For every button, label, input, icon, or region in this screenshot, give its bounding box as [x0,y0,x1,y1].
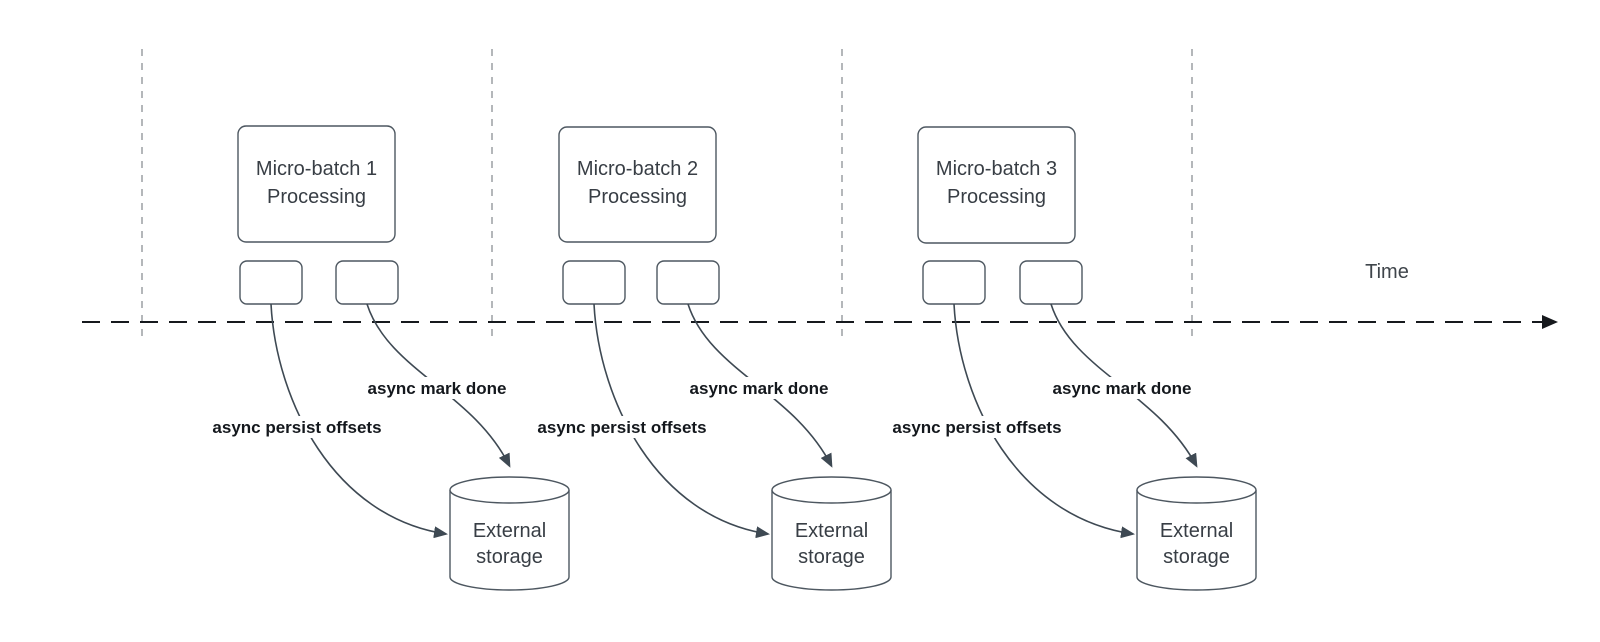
microbatch-2-offset-task-box [562,260,626,305]
external-storage-cylinder-3 [1136,476,1257,591]
microbatch-2-title: Micro-batch 2 [577,158,698,180]
mark-done-label-bg-3 [1048,377,1196,399]
microbatch-1-subtitle: Processing [267,186,366,208]
microbatch-3-group: Micro-batch 3 Processing async persist o… [884,126,1257,591]
microbatch-1-group: Micro-batch 1 Processing async persist o… [204,125,570,591]
external-storage-cylinder-2 [771,476,892,591]
microbatch-3-offset-task-box [922,260,986,305]
external-storage-label-line1-2: External [795,520,868,542]
microbatch-1-offset-task-box [239,260,303,305]
mark-done-label-1: async mark done [368,379,507,398]
mark-done-label-3: async mark done [1053,379,1192,398]
mark-done-label-2: async mark done [690,379,829,398]
microbatch-2-box [558,126,717,243]
persist-offsets-label-3: async persist offsets [892,418,1061,437]
microbatch-2-subtitle: Processing [588,186,687,208]
microbatch-2-markdone-task-box [656,260,720,305]
microbatch-3-subtitle: Processing [947,186,1046,208]
persist-offsets-arrow-1 [270,303,448,539]
external-storage-cylinder-1 [449,476,570,591]
microbatch-3-markdone-task-box [1019,260,1083,305]
mark-done-label-bg-1 [363,377,511,399]
persist-offsets-arrow-2 [593,303,770,539]
persist-offsets-label-bg-2 [529,416,715,438]
persist-offsets-label-bg-1 [204,416,390,438]
persist-offsets-label-bg-3 [884,416,1070,438]
external-storage-label-line2-3: storage [1163,546,1230,568]
external-storage-label-line2-1: storage [476,546,543,568]
external-storage-label-line1-1: External [473,520,546,542]
mark-done-label-bg-2 [685,377,833,399]
persist-offsets-arrow-3 [953,303,1135,539]
persist-offsets-label-2: async persist offsets [537,418,706,437]
microbatch-3-title: Micro-batch 3 [936,158,1057,180]
persist-offsets-label-1: async persist offsets [212,418,381,437]
microbatch-1-box [237,125,396,243]
microbatch-3-box [917,126,1076,244]
microbatch-2-group: Micro-batch 2 Processing async persist o… [529,126,892,591]
time-axis-label: Time [1365,261,1409,283]
microbatch-1-markdone-task-box [335,260,399,305]
external-storage-label-line2-2: storage [798,546,865,568]
microbatch-1-title: Micro-batch 1 [256,158,377,180]
external-storage-label-line1-3: External [1160,520,1233,542]
